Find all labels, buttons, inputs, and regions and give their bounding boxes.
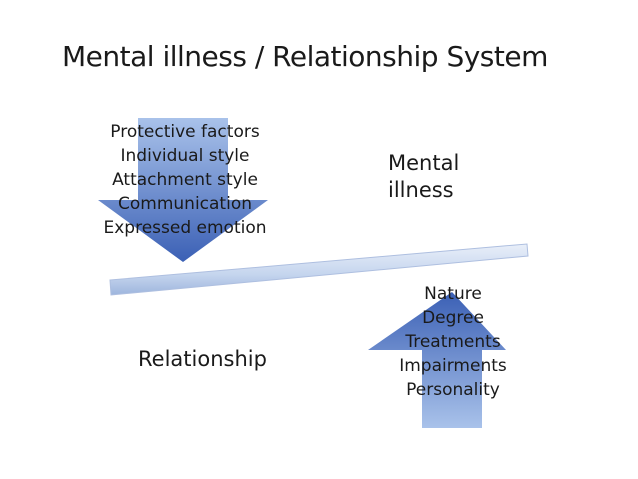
list-item: Personality [406,380,500,400]
slide-title: Mental illness / Relationship System [62,40,548,73]
list-item: Treatments [405,332,501,352]
mental-illness-label-line: Mental [388,151,460,175]
list-item: Impairments [399,356,507,376]
list-item: Communication [118,194,252,214]
illness-factors-list: Nature Degree Treatments Impairments Per… [368,282,538,402]
mental-illness-label: Mental illness [388,150,459,204]
list-item: Individual style [120,146,250,166]
list-item: Protective factors [110,122,260,142]
up-arrow-shape [368,292,506,428]
balance-beam [109,243,529,296]
list-item: Expressed emotion [103,218,267,238]
down-arrow-shape [98,118,268,262]
relationship-label: Relationship [138,347,267,371]
mental-illness-label-line: illness [388,178,454,202]
list-item: Attachment style [112,170,258,190]
protective-factors-list: Protective factors Individual style Atta… [85,120,285,240]
list-item: Degree [422,308,484,328]
list-item: Nature [424,284,482,304]
